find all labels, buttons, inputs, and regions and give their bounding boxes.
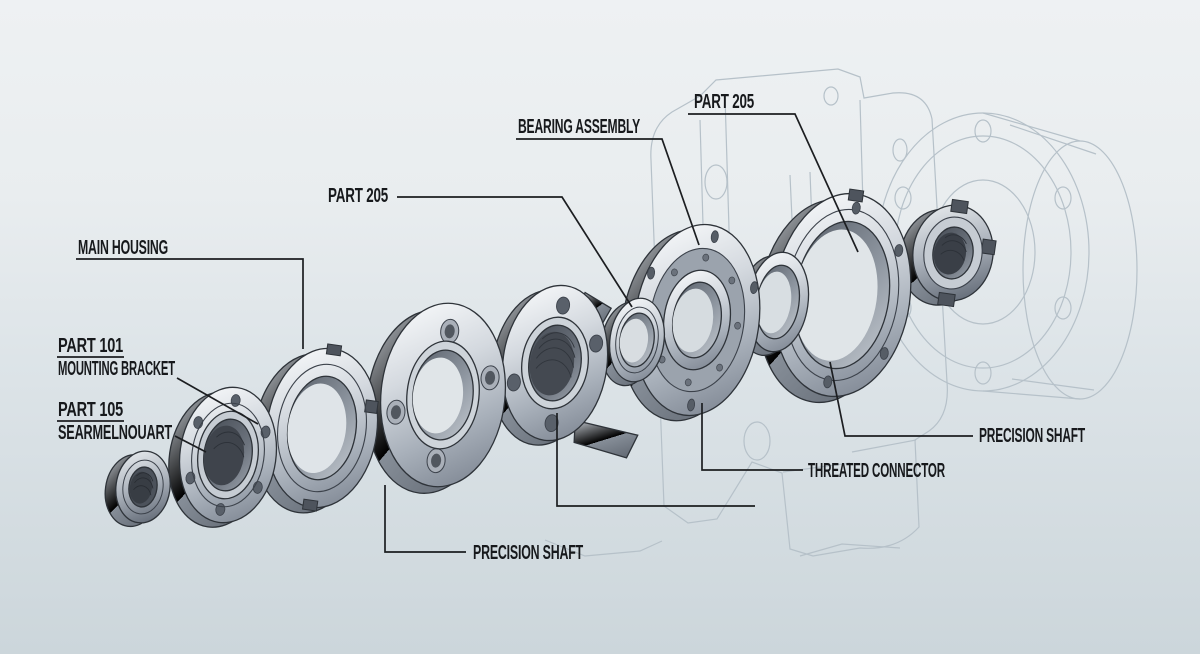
label-main-housing: MAIN HOUSING [78,237,168,259]
leader-threaded-hub [556,413,755,507]
label-part-105: PART 105 [58,399,123,421]
label-precision-shaft-right: PRECISION SHAFT [979,425,1085,447]
label-threated-connector: THREATED CONNECTOR [808,460,945,482]
leader-threated-connector [701,403,803,471]
label-part-101: PART 101 [58,335,123,357]
label-part-205-mid: PART 205 [328,185,388,207]
part-bearing-assembly [620,223,761,422]
part-castellated-lock-nut [899,198,997,308]
leader-precision-shaft-right [829,361,973,437]
label-part-105-sub: SEARMELNOUART [58,422,172,444]
leader-part-105 [174,435,207,453]
label-bearing-assembly: BEARING ASSEMBLY [518,116,641,138]
part-main-four-hole-flange [366,302,507,494]
leader-part-205-right [688,113,859,253]
part-slotted-housing-ring [252,343,379,514]
part-small-lock-nut [104,450,171,528]
label-precision-shaft-bottom: PRECISION SHAFT [473,542,583,564]
leader-main-housing [76,258,304,349]
part-bearing-race-ring [600,297,666,387]
leader-mounting-bracket [176,377,259,425]
leader-part-205-mid [397,196,633,308]
leader-precision-shaft-bottom [384,485,466,553]
leader-bearing-assembly [516,138,700,246]
label-mounting-bracket: MOUNTING BRACKET [58,358,175,380]
label-part-205-right: PART 205 [694,91,754,113]
part-threaded-hub-flange [490,284,639,459]
